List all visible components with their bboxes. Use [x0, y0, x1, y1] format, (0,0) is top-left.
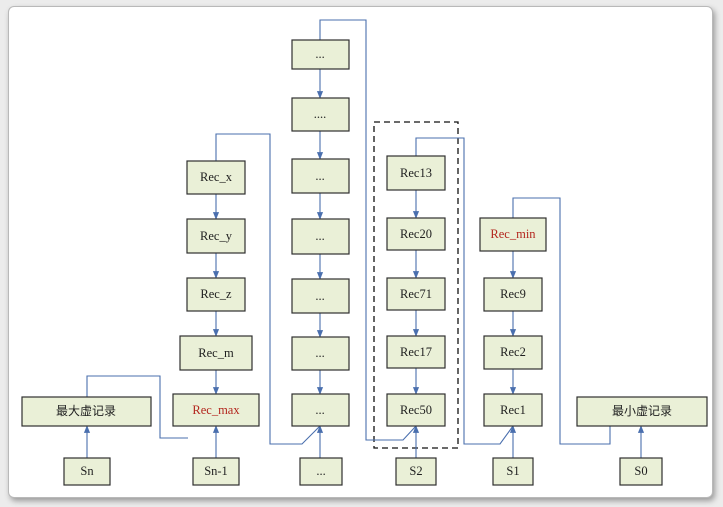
dots-label-4: ...: [315, 229, 324, 243]
dots-box-2: ....: [291, 97, 350, 132]
sn-label: Sn: [80, 464, 94, 478]
dots-label-2: ....: [314, 107, 327, 121]
rec13-label: Rec13: [400, 166, 432, 180]
max-virtual-record-box: 最大虚记录: [21, 396, 152, 427]
dots-box-1: ...: [291, 39, 350, 70]
rec71-label: Rec71: [400, 287, 432, 301]
rec2-box: Rec2: [483, 335, 543, 370]
rec-y-box: Rec_y: [186, 218, 246, 254]
dots-bottom-box: ...: [299, 457, 343, 486]
rec20-label: Rec20: [400, 227, 432, 241]
sn-box: Sn: [63, 457, 111, 486]
arrow-recx-to-dots: [215, 133, 321, 445]
arrow-max-to-recmax: [86, 375, 188, 439]
dots-label-3: ...: [315, 169, 324, 183]
rec-max-label: Rec_max: [192, 403, 240, 417]
rec-m-box: Rec_m: [179, 335, 253, 371]
rec50-box: Rec50: [386, 393, 446, 427]
dots-box-5: ...: [291, 278, 350, 314]
rec-z-label: Rec_z: [200, 287, 232, 301]
rec-max-box: Rec_max: [172, 393, 260, 427]
rec-min-label: Rec_min: [490, 227, 536, 241]
rec-y-label: Rec_y: [200, 229, 233, 243]
rec1-box: Rec1: [483, 393, 543, 427]
rec-z-box: Rec_z: [186, 277, 246, 312]
dots-box-4: ...: [291, 218, 350, 255]
dots-box-7: ...: [291, 393, 350, 427]
connectors: [83, 19, 645, 458]
sn-1-box: Sn-1: [192, 457, 240, 486]
s0-label: S0: [634, 464, 647, 478]
s2-label: S2: [409, 464, 422, 478]
rec-x-label: Rec_x: [200, 170, 233, 184]
rec71-box: Rec71: [386, 277, 446, 311]
rec50-label: Rec50: [400, 403, 432, 417]
min-virtual-record-box: 最小虚记录: [576, 396, 708, 427]
dots-box-6: ...: [291, 336, 350, 371]
dots-box-3: ...: [291, 158, 350, 194]
rec9-label: Rec9: [500, 287, 526, 301]
rec-min-box: Rec_min: [479, 217, 547, 252]
dots-label-7: ...: [315, 403, 324, 417]
s1-box: S1: [492, 457, 534, 486]
rec17-box: Rec17: [386, 335, 446, 369]
s2-box: S2: [395, 457, 437, 486]
dots-label-5: ...: [315, 289, 324, 303]
s1-label: S1: [506, 464, 519, 478]
rec2-label: Rec2: [500, 345, 526, 359]
dots-label-1: ...: [315, 47, 324, 61]
rec1-label: Rec1: [500, 403, 526, 417]
rec-m-label: Rec_m: [198, 346, 234, 360]
rec13-box: Rec13: [386, 155, 446, 191]
arrow-col2-to-col3: [415, 137, 514, 445]
rec-x-box: Rec_x: [186, 160, 246, 195]
dots-label-6: ...: [315, 346, 324, 360]
max-virtual-record-label: 最大虚记录: [56, 404, 116, 418]
s0-box: S0: [619, 457, 663, 486]
rec20-box: Rec20: [386, 217, 446, 251]
min-virtual-record-label: 最小虚记录: [612, 404, 672, 418]
rec17-label: Rec17: [400, 345, 432, 359]
sn-1-label: Sn-1: [204, 464, 228, 478]
arrow-dots-to-col2: [319, 19, 417, 441]
dots-bottom-label: ...: [316, 464, 325, 478]
rec9-box: Rec9: [483, 277, 543, 312]
arrow-col3-to-min: [512, 197, 611, 445]
